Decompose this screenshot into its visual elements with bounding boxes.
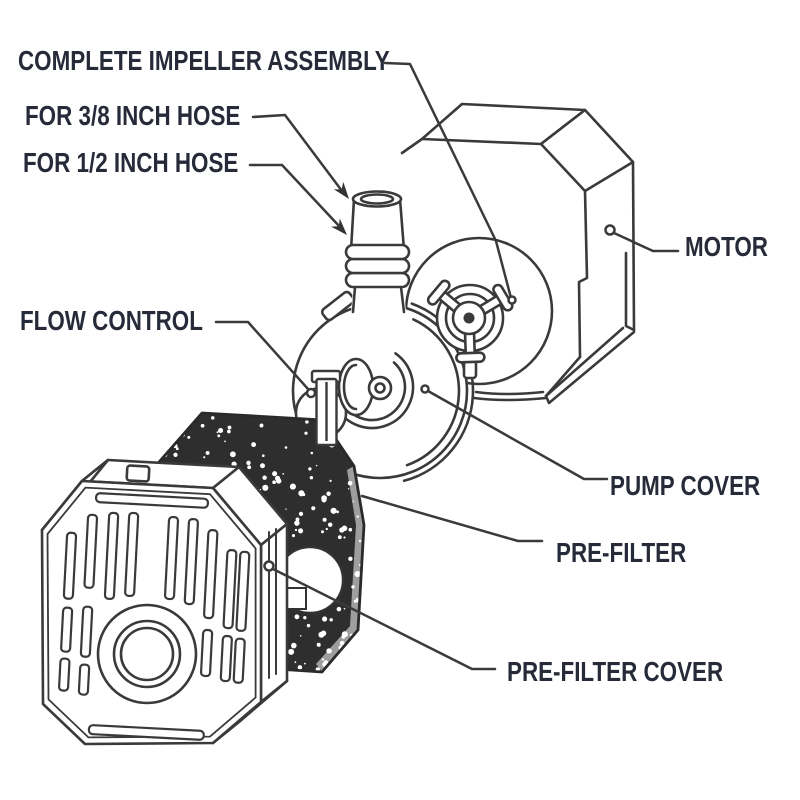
label-pre-filter: PRE-FILTER: [556, 537, 687, 568]
label-motor: MOTOR: [685, 231, 768, 262]
hose-fitting-ribs: [344, 243, 411, 289]
leader-pre-filter-cover: [271, 567, 497, 671]
cover-snap-tab-upper: [320, 290, 356, 322]
label-pre-filter-cover: PRE-FILTER COVER: [507, 656, 724, 687]
cover-top-notch: [125, 464, 151, 483]
label-flow-control: FLOW CONTROL: [20, 305, 203, 336]
cover-vent-slots: [58, 492, 251, 741]
pre-filter-cover-plate: [40, 458, 289, 746]
foam-side-edge: [316, 466, 364, 672]
cover-center-boss: [96, 603, 198, 705]
motor-body: [400, 102, 636, 405]
label-pump-cover: PUMP COVER: [610, 470, 761, 501]
callout-leaders: [214, 61, 680, 671]
leader-pre-filter: [360, 494, 544, 543]
outlet-nozzle: [344, 190, 411, 314]
leader-hose38: [251, 113, 344, 193]
leader-hose12: [248, 163, 342, 229]
leader-flow-control: [214, 320, 310, 391]
label-for-3-8-inch-hose: FOR 3/8 INCH HOSE: [25, 100, 241, 131]
leader-impeller-assembly: [383, 61, 513, 300]
leader-pump-cover: [426, 389, 609, 481]
label-for-1-2-inch-hose: FOR 1/2 INCH HOSE: [23, 147, 239, 178]
flow-control-lever: [310, 369, 342, 447]
leader-motor: [612, 231, 680, 253]
impeller-assembly: [426, 279, 514, 380]
label-complete-impeller-assembly: COMPLETE IMPELLER ASSEMBLY: [18, 45, 390, 76]
